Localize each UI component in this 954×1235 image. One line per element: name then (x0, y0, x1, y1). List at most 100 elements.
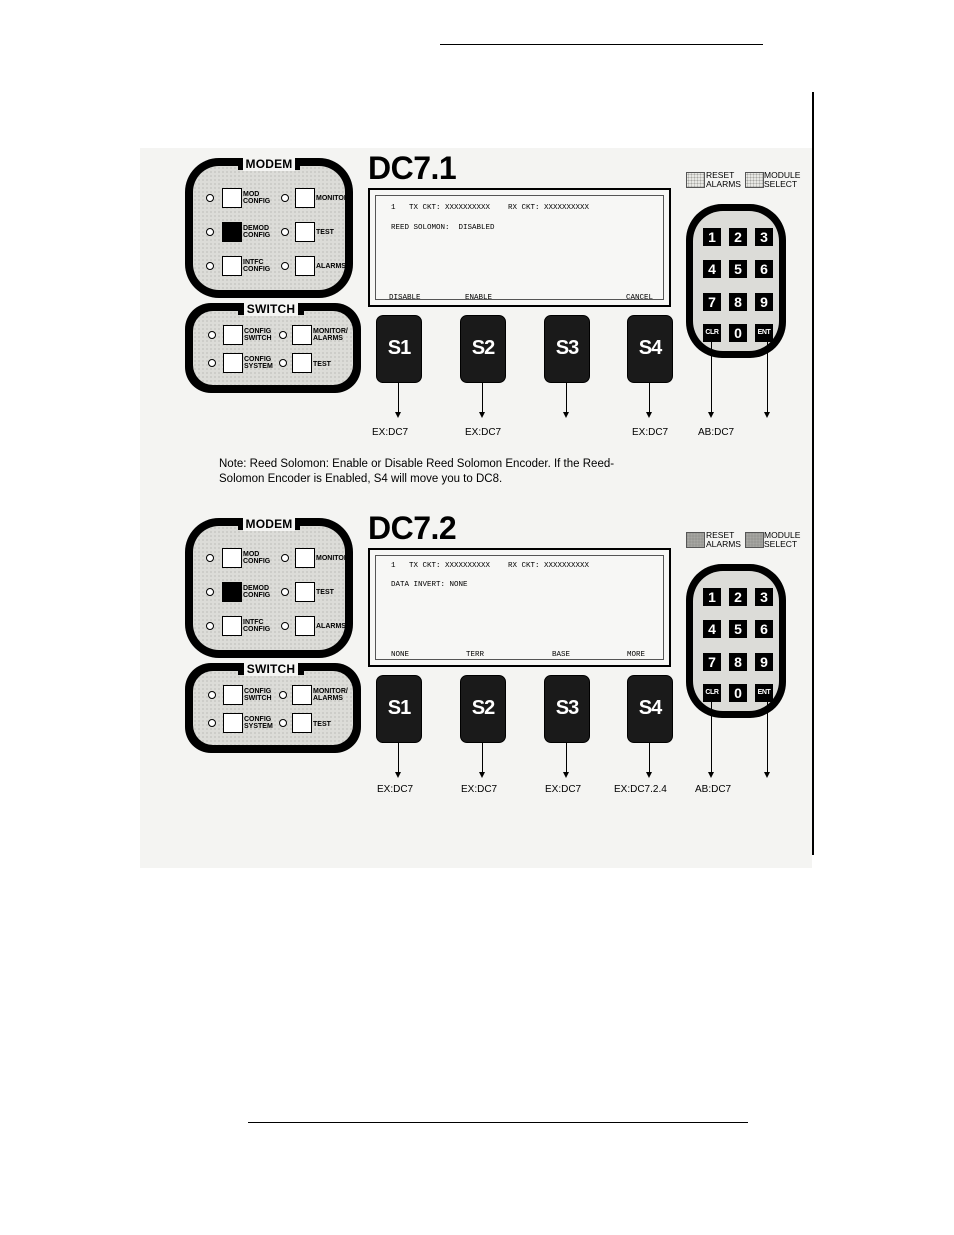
arrowhead-s4 (646, 772, 652, 778)
alarms-button[interactable] (295, 616, 315, 636)
key-clr[interactable]: CLR (703, 324, 721, 342)
intfc-config-button[interactable] (222, 256, 242, 276)
key-ent[interactable]: ENT (755, 324, 773, 342)
key-4[interactable]: 4 (703, 620, 721, 638)
monitor-button[interactable] (295, 548, 315, 568)
arrow-s4 (649, 382, 650, 414)
module-select-button[interactable] (745, 532, 764, 548)
config-system-button[interactable] (223, 713, 243, 733)
monitor-button[interactable] (295, 188, 315, 208)
modem-panel-face (193, 166, 345, 290)
modem-title: MODEM (243, 517, 295, 531)
key-4[interactable]: 4 (703, 260, 721, 278)
test-button[interactable] (295, 222, 315, 242)
arrow-s4 (649, 742, 650, 774)
config-system-button[interactable] (223, 353, 243, 373)
numeric-keypad: 1 2 3 4 5 6 7 8 9 CLR 0 ENT (686, 564, 786, 718)
key-8[interactable]: 8 (729, 293, 747, 311)
switch-test-led (279, 359, 287, 367)
reset-alarms-button[interactable] (686, 172, 705, 188)
alarms-label: ALARMS (316, 623, 346, 630)
softkey-label-2: ENABLE (465, 294, 493, 302)
key-3[interactable]: 3 (755, 228, 773, 246)
modem-panel (185, 518, 353, 658)
key-7[interactable]: 7 (703, 653, 721, 671)
key-9[interactable]: 9 (755, 293, 773, 311)
header-rule (440, 44, 763, 45)
softkey-s2-label: S2 (471, 337, 495, 359)
monitor-alarms-label: MONITOR/ ALARMS (313, 688, 348, 702)
softkey-s3[interactable]: S3 (544, 315, 590, 383)
dest-s1: EX:DC7 (372, 427, 409, 438)
switch-panel-face (193, 671, 353, 745)
key-6[interactable]: 6 (755, 260, 773, 278)
switch-test-label: TEST (313, 361, 331, 368)
screen-title: DC7.2 (368, 510, 457, 546)
key-5[interactable]: 5 (729, 620, 747, 638)
test-led (281, 228, 289, 236)
demod-config-button[interactable] (222, 582, 242, 602)
arrow-s1 (398, 382, 399, 414)
dest-clr: AB:DC7 (698, 427, 735, 438)
reset-alarms-button[interactable] (686, 532, 705, 548)
arrowhead-s2 (479, 772, 485, 778)
key-6[interactable]: 6 (755, 620, 773, 638)
alarms-button[interactable] (295, 256, 315, 276)
dest-s2: EX:DC7 (465, 427, 502, 438)
test-button[interactable] (295, 582, 315, 602)
key-clr[interactable]: CLR (703, 684, 721, 702)
arrowhead-s4 (646, 412, 652, 418)
monitor-alarms-led (279, 331, 287, 339)
intfc-config-label: INTFC CONFIG (243, 259, 271, 273)
arrow-s2 (482, 382, 483, 414)
softkey-s4[interactable]: S4 (627, 315, 673, 383)
config-switch-led (208, 691, 216, 699)
key-2[interactable]: 2 (729, 588, 747, 606)
mod-config-button[interactable] (222, 188, 242, 208)
arrow-s3 (566, 742, 567, 774)
reset-alarms-label: RESET ALARMS (706, 170, 741, 189)
softkey-label-3: BASE (552, 651, 571, 659)
softkey-s2[interactable]: S2 (460, 675, 506, 743)
key-0[interactable]: 0 (729, 684, 747, 702)
key-7[interactable]: 7 (703, 293, 721, 311)
module-select-button[interactable] (745, 172, 764, 188)
monitor-alarms-led (279, 691, 287, 699)
switch-test-button[interactable] (292, 353, 312, 373)
config-switch-button[interactable] (223, 685, 243, 705)
key-1[interactable]: 1 (703, 588, 721, 606)
switch-title: SWITCH (244, 302, 298, 316)
alarms-led (281, 262, 289, 270)
key-1[interactable]: 1 (703, 228, 721, 246)
switch-test-button[interactable] (292, 713, 312, 733)
softkey-s3[interactable]: S3 (544, 675, 590, 743)
figure-dc7-2: MODEM MOD CONFIG DEMOD CONFIG INTFC CONF… (140, 508, 812, 868)
intfc-config-label: INTFC CONFIG (243, 619, 271, 633)
key-2[interactable]: 2 (729, 228, 747, 246)
key-5[interactable]: 5 (729, 260, 747, 278)
key-ent[interactable]: ENT (755, 684, 773, 702)
monitor-alarms-button[interactable] (292, 325, 312, 345)
softkey-s1[interactable]: S1 (376, 315, 422, 383)
intfc-config-button[interactable] (222, 616, 242, 636)
key-9[interactable]: 9 (755, 653, 773, 671)
key-0[interactable]: 0 (729, 324, 747, 342)
key-3[interactable]: 3 (755, 588, 773, 606)
softkey-s1[interactable]: S1 (376, 675, 422, 743)
lcd-inner-frame (375, 555, 664, 660)
monitor-alarms-button[interactable] (292, 685, 312, 705)
config-switch-button[interactable] (223, 325, 243, 345)
softkey-label-4: CANCEL (626, 294, 654, 302)
mod-config-button[interactable] (222, 548, 242, 568)
arrowhead-s3 (563, 772, 569, 778)
softkey-s2[interactable]: S2 (460, 315, 506, 383)
softkey-s4[interactable]: S4 (627, 675, 673, 743)
arrow-s1 (398, 742, 399, 774)
module-select-label: MODULE SELECT (764, 530, 801, 549)
softkey-label-2: TERR (466, 651, 485, 659)
lcd-line-2: DATA INVERT: NONE (391, 581, 468, 589)
reset-alarms-label: RESET ALARMS (706, 530, 741, 549)
demod-config-button[interactable] (222, 222, 242, 242)
key-8[interactable]: 8 (729, 653, 747, 671)
switch-panel-face (193, 311, 353, 385)
